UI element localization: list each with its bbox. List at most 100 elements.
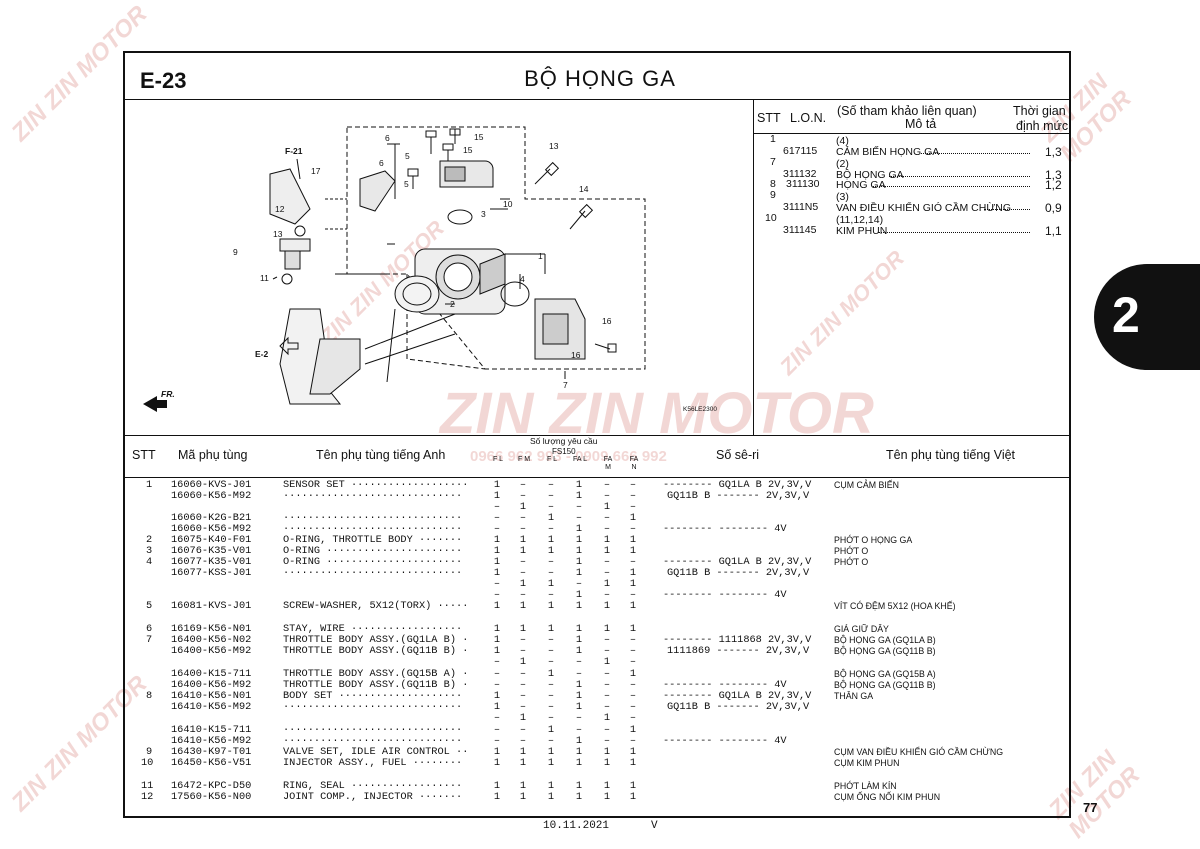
qty-col-header: FA L — [573, 456, 588, 463]
callout-12: 12 — [275, 204, 285, 214]
row-stt: 8 — [146, 690, 153, 702]
row-qty: – — [519, 668, 527, 680]
row-qty: 1 — [493, 634, 501, 646]
row-name-vi: CỤM VAN ĐIỀU KHIỂN GIÓ CẦM CHỪNG — [834, 747, 1004, 757]
row-qty: 1 — [547, 791, 555, 803]
row-stt: 9 — [146, 746, 153, 758]
row-part-number: 16077-K35-V01 — [171, 556, 252, 568]
lon-row-leader — [920, 153, 1030, 154]
row-qty: 1 — [493, 534, 501, 546]
lon-row-desc: BỘ HỌNG GA — [836, 169, 904, 181]
footer-date: 10.11.2021 — [543, 820, 610, 832]
row-qty: – — [575, 512, 583, 524]
row-part-number: 16060-K2G-B21 — [171, 512, 252, 524]
lon-header-time2: định mức — [1016, 119, 1069, 133]
row-qty: 1 — [575, 589, 583, 601]
row-qty: – — [629, 701, 637, 713]
watermark-phone: 0966 962 993 - 0909 666 992 — [470, 448, 667, 465]
row-name-vi: BỘ HỌNG GA (GQ15B A) — [834, 669, 936, 679]
row-qty: – — [629, 523, 637, 535]
row-qty: 1 — [493, 479, 501, 491]
row-qty: 1 — [603, 534, 611, 546]
callout-17: 17 — [311, 166, 321, 176]
row-qty: – — [493, 679, 501, 691]
row-name-en: ····························· — [283, 512, 463, 524]
row-qty: – — [493, 512, 501, 524]
row-serial: -------- -------- 4V — [663, 523, 787, 535]
row-qty: – — [603, 701, 611, 713]
row-qty: – — [547, 701, 555, 713]
row-name-en: RING, SEAL ·················· — [283, 780, 463, 792]
row-name-vi: CỤM CẢM BIẾN — [834, 480, 900, 490]
row-qty: 1 — [519, 780, 527, 792]
row-part-number: 16060-K56-M92 — [171, 490, 252, 502]
row-part-number: 16400-K56-M92 — [171, 679, 252, 691]
row-qty: 1 — [575, 645, 583, 657]
ref-f21: F-21 — [285, 146, 303, 156]
row-qty: – — [547, 735, 555, 747]
row-stt: 11 — [141, 780, 154, 792]
row-qty: – — [547, 567, 555, 579]
row-qty: – — [629, 479, 637, 491]
page-title: BỘ HỌNG GA — [524, 66, 676, 91]
row-qty: 1 — [629, 567, 637, 579]
row-name-vi: VÍT CÓ ĐỆM 5X12 (HOA KHẾ) — [834, 601, 956, 611]
row-qty: – — [547, 479, 555, 491]
row-name-vi: BỘ HỌNG GA (GQ11B B) — [834, 680, 936, 690]
row-qty: – — [547, 679, 555, 691]
row-qty: 1 — [493, 701, 501, 713]
row-name-en: THROTTLE BODY ASSY.(GQ11B B) · — [283, 679, 469, 691]
lon-row-code: 617115 — [783, 145, 818, 157]
row-qty: – — [629, 589, 637, 601]
row-qty: 1 — [519, 623, 527, 635]
row-part-number: 16060-KVS-J01 — [171, 479, 252, 491]
callout-14: 13 — [273, 229, 283, 239]
row-name-vi: CỤM KIM PHUN — [834, 758, 900, 768]
qty-col-header: FA N — [629, 456, 639, 471]
row-qty: 1 — [629, 600, 637, 612]
row-serial: -------- -------- 4V — [663, 679, 787, 691]
section-tab-number: 2 — [1112, 287, 1140, 343]
row-qty: 1 — [575, 534, 583, 546]
row-qty: – — [629, 679, 637, 691]
front-indicator: FR. — [161, 389, 175, 399]
lon-row-code: 311130 — [786, 178, 820, 190]
callout-16a: 16 — [602, 316, 612, 326]
lon-row-ref: (2) — [836, 158, 849, 170]
row-qty: – — [547, 712, 555, 724]
row-serial: -------- 1111868 2V,3V,V — [663, 634, 812, 646]
lon-row-code: 311132 — [783, 168, 817, 180]
row-qty: 1 — [547, 668, 555, 680]
section-tab: 2 — [1094, 264, 1200, 370]
row-qty: – — [519, 701, 527, 713]
row-name-vi: BỘ HỌNG GA (GQ1LA B) — [834, 635, 936, 645]
row-name-en: JOINT COMP., INJECTOR ······· — [283, 791, 463, 803]
row-qty: – — [519, 679, 527, 691]
row-qty: – — [575, 578, 583, 590]
row-name-en: O-RING ······················ — [283, 556, 463, 568]
row-qty: 1 — [493, 645, 501, 657]
row-qty: 1 — [603, 791, 611, 803]
row-qty: 1 — [547, 780, 555, 792]
row-qty: – — [603, 690, 611, 702]
table-header-stt: STT — [132, 448, 156, 462]
row-qty: – — [519, 523, 527, 535]
row-serial: -------- -------- 4V — [663, 735, 787, 747]
lon-row-code: 3111N5 — [783, 201, 819, 213]
row-name-en: ····························· — [283, 523, 463, 535]
table-header-fs150: FS150 — [552, 447, 576, 456]
row-qty: – — [603, 567, 611, 579]
row-qty: – — [629, 490, 637, 502]
row-qty: – — [519, 634, 527, 646]
row-part-number: 16410-K56-M92 — [171, 735, 252, 747]
row-qty: – — [547, 656, 555, 668]
row-part-number: 16410-K15-711 — [171, 724, 252, 736]
row-qty: 1 — [493, 600, 501, 612]
qty-col-header: F L — [492, 456, 504, 463]
lon-row-leader — [984, 209, 1030, 210]
row-part-number: 16081-KVS-J01 — [171, 600, 252, 612]
row-qty: – — [603, 479, 611, 491]
row-qty: 1 — [493, 780, 501, 792]
lon-row-time: 0,9 — [1045, 201, 1062, 215]
callout-4: 4 — [520, 274, 525, 284]
